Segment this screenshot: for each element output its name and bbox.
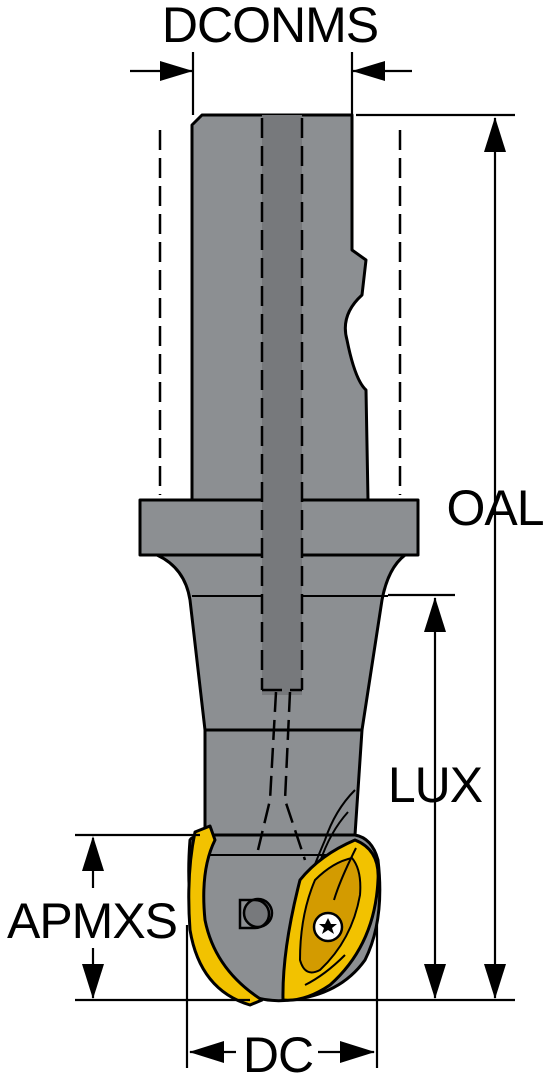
dconms-arrow-left [160, 61, 193, 81]
dc-arrow-left [189, 1041, 224, 1063]
dc-arrow-right [340, 1041, 375, 1063]
apmxs-arrow-bottom [82, 964, 104, 999]
lux-arrow-top [424, 597, 446, 632]
label-lux: LUX [388, 757, 483, 813]
apmxs-arrow-top [82, 836, 104, 871]
dconms-arrow-right [352, 61, 385, 81]
insert-edge-detail [304, 847, 357, 986]
label-dc: DC [243, 1027, 313, 1080]
head [203, 728, 364, 837]
dimension-labels: DCONMS OAL LUX APMXS DC [7, 0, 544, 1080]
dimension-lines [75, 52, 515, 1068]
cutting-inserts [187, 824, 380, 1007]
coolant-channel [256, 691, 307, 861]
label-dconms: DCONMS [162, 0, 378, 53]
oal-arrow-bottom [484, 964, 506, 999]
label-oal: OAL [446, 480, 543, 536]
label-apmxs: APMXS [7, 893, 177, 949]
oal-arrow-top [484, 117, 506, 152]
lux-arrow-bottom [424, 964, 446, 999]
left-insert [187, 824, 264, 1007]
torx-icon [319, 918, 337, 934]
coolant-bore [262, 115, 302, 695]
screw-head [238, 898, 271, 930]
